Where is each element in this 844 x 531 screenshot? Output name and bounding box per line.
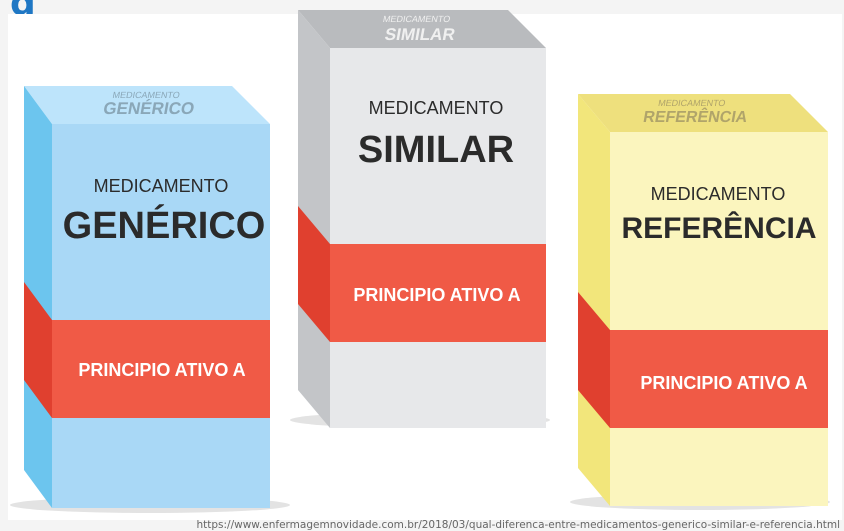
referencia-box-top: [578, 94, 828, 132]
generico-band-front: [52, 320, 270, 418]
similar-box-front: [330, 48, 546, 428]
referencia-label-big: REFERÊNCIA: [621, 211, 816, 245]
referencia-box-front: [610, 132, 828, 506]
generico-label-small: MEDICAMENTO: [94, 176, 229, 196]
box-referencia: MEDICAMENTO REFERÊNCIA MEDICAMENTO REFER…: [578, 94, 828, 506]
referencia-top-small: MEDICAMENTO: [657, 98, 726, 108]
generico-top-small: MEDICAMENTO: [112, 90, 181, 100]
referencia-band-side: [578, 292, 610, 428]
referencia-top-big: REFERÊNCIA: [642, 107, 750, 126]
generico-box-top: [24, 86, 270, 124]
box-generico: MEDICAMENTO GENÉRICO MEDICAMENTO GENÉRIC…: [24, 86, 270, 508]
similar-band-label: PRINCIPIO ATIVO A: [353, 285, 520, 305]
generico-top-big: GENÉRICO: [102, 98, 196, 118]
similar-box-top: [298, 10, 546, 48]
source-url-caption: https://www.enfermagemnovidade.com.br/20…: [196, 519, 841, 531]
generico-band-label: PRINCIPIO ATIVO A: [78, 360, 245, 380]
similar-label-small: MEDICAMENTO: [369, 98, 504, 118]
similar-label-big: SIMILAR: [358, 129, 514, 171]
similar-top-big: SIMILAR: [383, 24, 457, 44]
referencia-label-small: MEDICAMENTO: [651, 184, 786, 204]
generico-label-big: GENÉRICO: [63, 203, 266, 247]
box-similar: MEDICAMENTO SIMILAR MEDICAMENTO SIMILAR …: [298, 10, 546, 428]
generico-box-front: [52, 124, 270, 508]
similar-top-small: MEDICAMENTO: [382, 14, 451, 24]
similar-band-front: [330, 244, 546, 342]
similar-band-side: [298, 206, 330, 342]
referencia-band-label: PRINCIPIO ATIVO A: [640, 373, 807, 393]
generico-band-side: [24, 282, 52, 418]
referencia-band-front: [610, 330, 828, 428]
